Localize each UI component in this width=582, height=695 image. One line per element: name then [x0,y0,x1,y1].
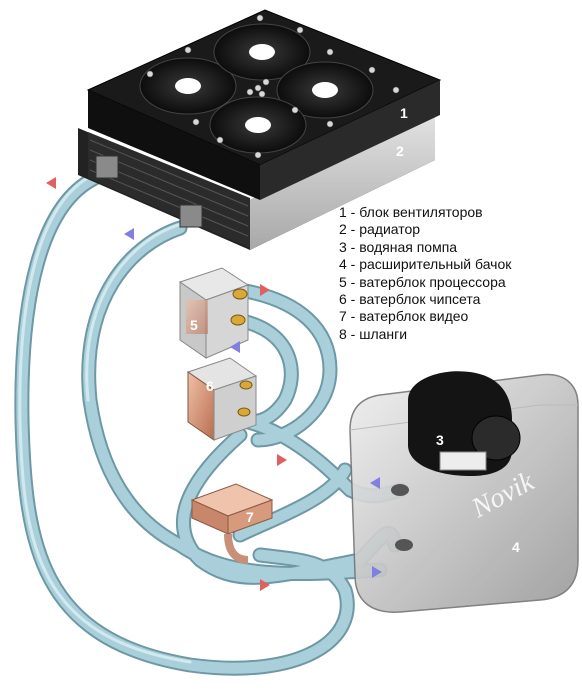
cpu-water-block [178,267,250,359]
legend: 1 - блок вентиляторов 2 - радиатор 3 - в… [339,204,511,343]
hoses [14,170,408,676]
hot-flow-arrow [46,177,287,591]
legend-item-reservoir: 4 - расширительный бачок [339,256,512,273]
radiator-fitting-top [95,155,119,179]
legend-item-chipset-block: 6 - ватерблок чипсета [339,291,481,308]
legend-item-radiator: 2 - радиатор [339,221,421,238]
reservoir-number: 4 [512,539,520,555]
radiator-fitting-bottom [179,204,203,228]
component-number-labels: 1 2 3 4 5 6 7 8 [74,105,520,555]
fan-block-number: 1 [400,105,408,121]
reservoir [349,373,579,613]
legend-item-cpu-block: 5 - ватерблок процессора [339,273,506,290]
video-water-block [190,483,274,564]
water-pump [408,371,521,476]
cpu-block-number: 5 [190,317,198,333]
fan-block [86,9,442,200]
radiator-number: 2 [396,143,404,159]
chipset-water-block [186,357,258,441]
legend-item-pump: 3 - водяная помпа [339,238,458,255]
legend-item-video-block: 7 - ватерблок видео [339,308,469,325]
legend-item-fan-block: 1 - блок вентиляторов [339,204,483,220]
pump-number: 3 [436,432,444,448]
video-block-number: 7 [246,509,254,525]
hoses-number: 8 [74,415,82,431]
chipset-block-number: 6 [206,378,214,394]
flow-arrows [46,177,382,591]
radiator [78,110,435,250]
cold-flow-arrow [124,228,382,578]
legend-item-hoses: 8 - шланги [339,325,408,342]
